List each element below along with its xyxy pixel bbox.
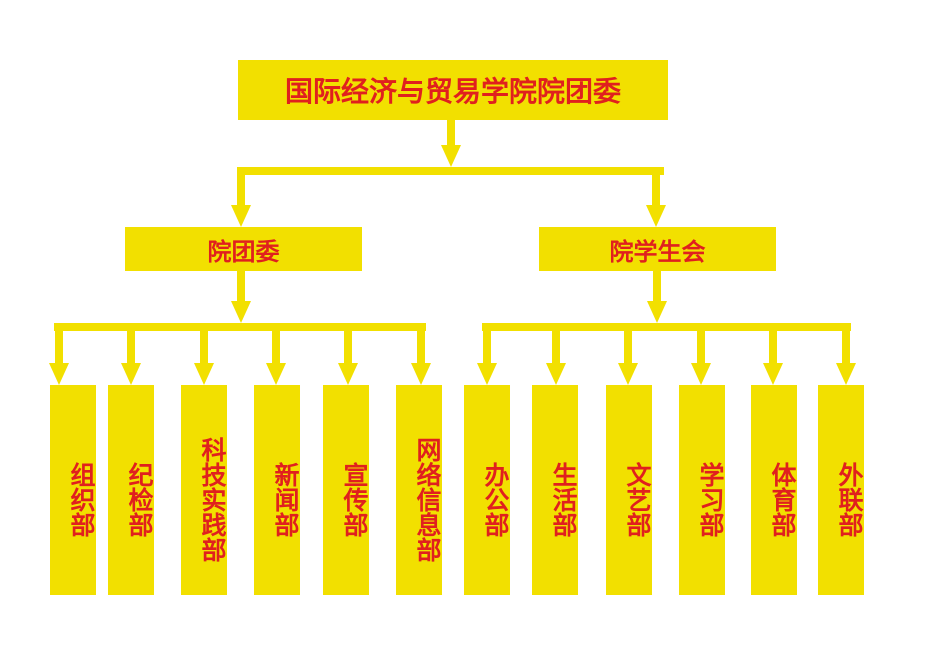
dept-node-publicity: 宣传部: [323, 385, 369, 595]
left-stem-arrow: [231, 301, 251, 323]
dept-drop: [200, 323, 208, 365]
dept-arrow: [477, 363, 497, 385]
dept-node-life: 生活部: [532, 385, 578, 595]
dept-drop: [483, 323, 491, 365]
dept-drop: [769, 323, 777, 365]
dept-node-office: 办公部: [464, 385, 510, 595]
dept-node-organization: 组织部: [50, 385, 96, 595]
dept-node-external: 外联部: [818, 385, 864, 595]
dept-drop: [127, 323, 135, 365]
root-stem: [447, 120, 455, 147]
dept-drop: [272, 323, 280, 365]
dept-arrow: [618, 363, 638, 385]
branch-arrow-left: [231, 205, 251, 227]
dept-arrow: [763, 363, 783, 385]
dept-node-discipline: 纪检部: [108, 385, 154, 595]
dept-arrow: [836, 363, 856, 385]
dept-drop: [842, 323, 850, 365]
dept-drop: [624, 323, 632, 365]
branch-drop-right: [652, 167, 660, 207]
dept-drop: [55, 323, 63, 365]
branch-drop-left: [237, 167, 245, 207]
branch-bar: [237, 167, 664, 175]
dept-arrow: [546, 363, 566, 385]
root-node: 国际经济与贸易学院院团委: [238, 60, 668, 120]
dept-drop: [344, 323, 352, 365]
right-stem-arrow: [647, 301, 667, 323]
branch-arrow-right: [646, 205, 666, 227]
dept-node-news: 新闻部: [254, 385, 300, 595]
dept-arrow: [691, 363, 711, 385]
right-dept-bar: [482, 323, 851, 331]
root-arrow: [441, 145, 461, 167]
dept-arrow: [121, 363, 141, 385]
dept-arrow: [49, 363, 69, 385]
dept-node-arts: 文艺部: [606, 385, 652, 595]
branch-node-youth-league: 院团委: [125, 227, 362, 271]
dept-arrow: [266, 363, 286, 385]
dept-drop: [552, 323, 560, 365]
dept-arrow: [338, 363, 358, 385]
dept-arrow: [411, 363, 431, 385]
dept-drop: [697, 323, 705, 365]
left-dept-bar: [54, 323, 426, 331]
right-stem: [653, 271, 661, 303]
dept-arrow: [194, 363, 214, 385]
dept-node-study: 学习部: [679, 385, 725, 595]
dept-node-science-practice: 科技实践部: [181, 385, 227, 595]
left-stem: [237, 271, 245, 303]
dept-node-network-info: 网络信息部: [396, 385, 442, 595]
branch-node-student-union: 院学生会: [539, 227, 776, 271]
dept-node-sports: 体育部: [751, 385, 797, 595]
dept-drop: [417, 323, 425, 365]
